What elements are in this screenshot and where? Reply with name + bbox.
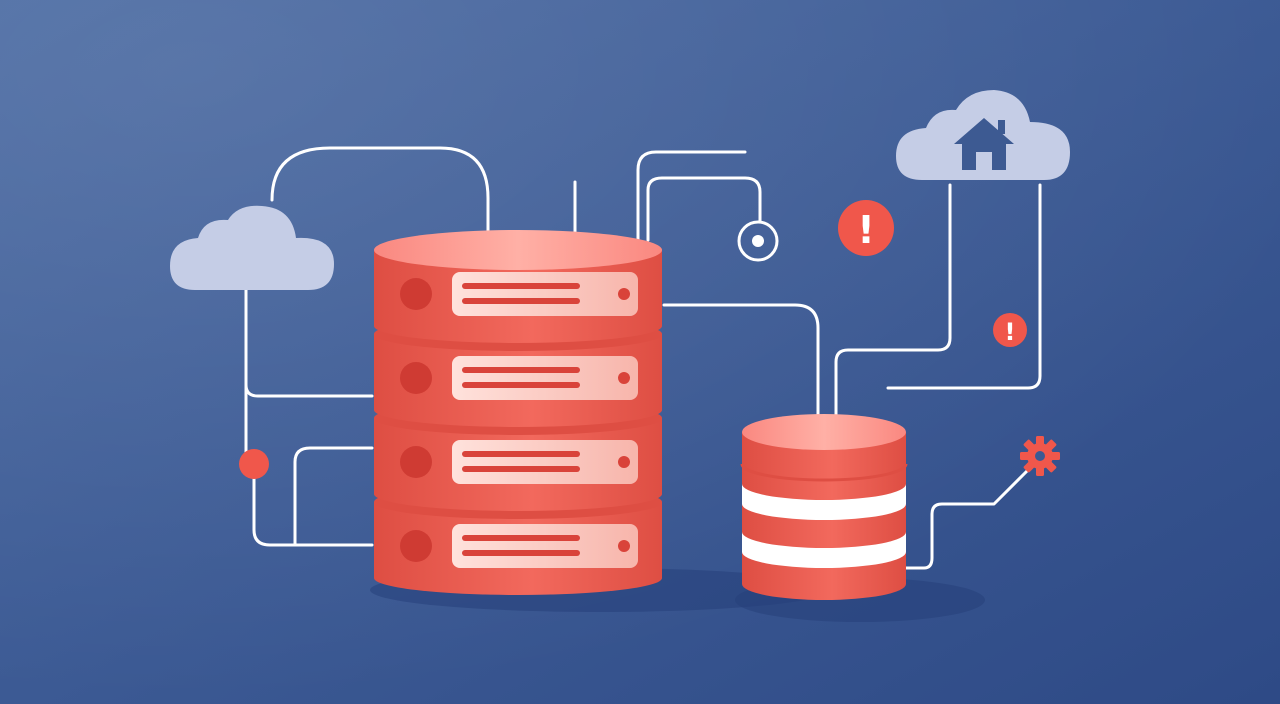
server-drive-slot — [462, 535, 580, 541]
wire-ring-connector-outer — [636, 150, 747, 242]
server-drive-slot — [462, 451, 580, 457]
wire-left-lower — [252, 470, 374, 547]
server-stack-icon — [374, 230, 662, 595]
alert-badge-large: ! — [838, 200, 894, 256]
server-drive-panel — [452, 272, 638, 316]
server-drive-light — [618, 288, 630, 300]
right-cloud-icon — [896, 90, 1070, 180]
server-status-led — [400, 278, 432, 310]
server-drive-slot — [462, 298, 580, 304]
alert-badge-small-glyph: ! — [1005, 318, 1016, 346]
server-drive-light — [618, 372, 630, 384]
alert-badge-large-glyph: ! — [857, 208, 874, 252]
wire-server-to-db — [662, 303, 820, 422]
alert-badge-small: ! — [993, 313, 1027, 347]
house-icon — [954, 118, 1014, 170]
server-status-led — [400, 446, 432, 478]
wire-right-cloud-b — [886, 183, 1042, 390]
server-status-led — [400, 362, 432, 394]
wire-ring-connector-inner — [646, 176, 762, 242]
ring-connector-icon — [737, 220, 779, 262]
server-drive-slot — [462, 283, 580, 289]
database-stripe — [742, 484, 906, 520]
server-drive-panel — [452, 356, 638, 400]
wire-right-cloud-a — [834, 183, 952, 422]
server-stack-top — [374, 230, 662, 270]
wire-left-cloud-arch — [270, 146, 490, 240]
server-unit — [374, 485, 662, 595]
server-drive-slot — [462, 466, 580, 472]
server-drive-panel — [452, 524, 638, 568]
left-cloud-icon — [170, 205, 334, 290]
server-drive-light — [618, 540, 630, 552]
database-ring — [740, 463, 908, 482]
server-drive-slot — [462, 382, 580, 388]
server-drive-slot — [462, 550, 580, 556]
database-stripe — [742, 532, 906, 568]
wire-left-loop — [293, 446, 374, 547]
left-node-dot — [239, 449, 269, 479]
database-top — [742, 414, 906, 450]
server-drive-slot — [462, 367, 580, 373]
server-drive-light — [618, 456, 630, 468]
server-status-led — [400, 530, 432, 562]
gear-icon — [1020, 436, 1060, 476]
database-icon — [740, 414, 908, 600]
server-drive-panel — [452, 440, 638, 484]
wire-db-to-gear — [904, 466, 1032, 570]
